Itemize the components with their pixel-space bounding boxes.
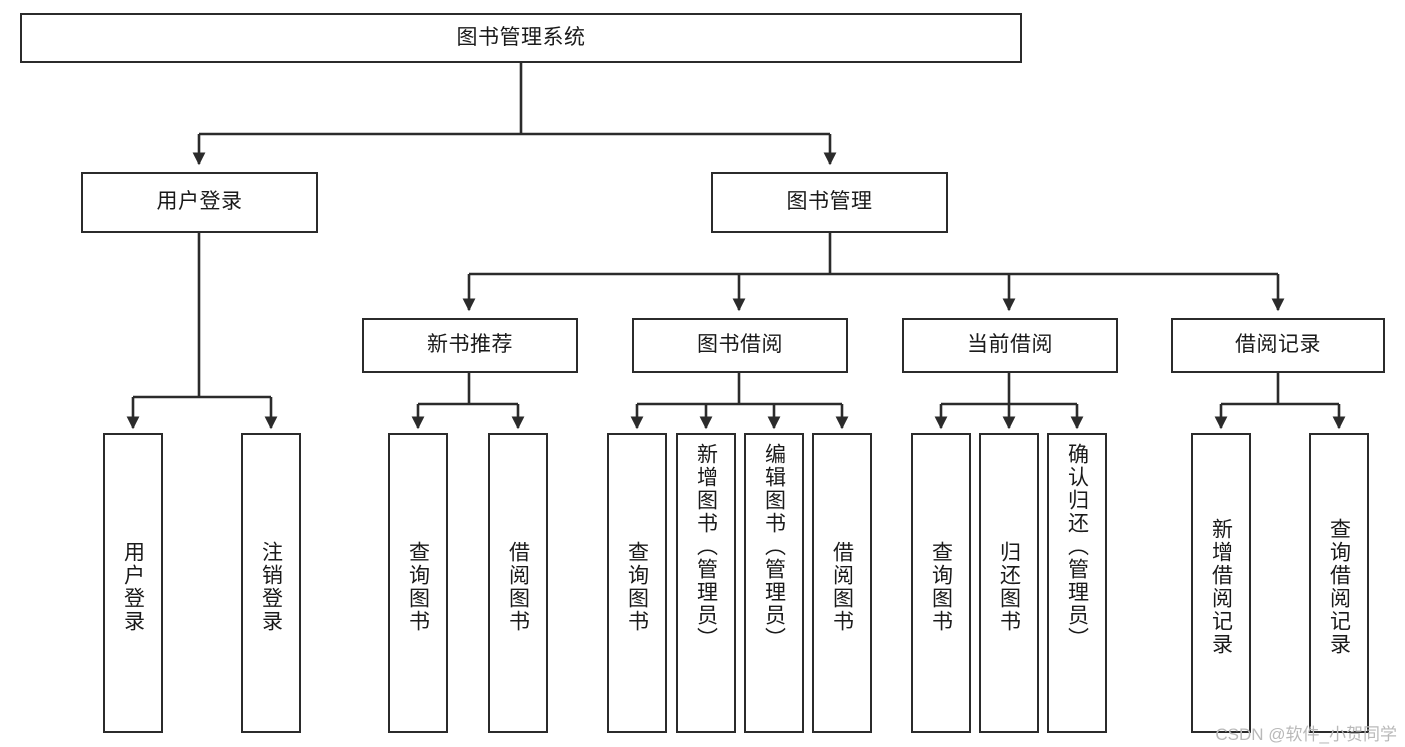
node-current-borrow[interactable]: 当前借阅 <box>902 318 1118 373</box>
node-leaf-add-book[interactable]: 新增图书（管理员） <box>676 433 736 733</box>
node-leaf-query-book-3-label: 查询图书 <box>929 541 953 633</box>
node-leaf-query-record-label: 查询借阅记录 <box>1327 518 1351 656</box>
node-user-login-label: 用户登录 <box>156 190 243 214</box>
node-leaf-return-book[interactable]: 归还图书 <box>979 433 1039 733</box>
node-leaf-edit-book[interactable]: 编辑图书（管理员） <box>744 433 804 733</box>
node-leaf-borrow-book-1[interactable]: 借阅图书 <box>488 433 548 733</box>
csdn-watermark: CSDN @软件_小贺同学 <box>1215 725 1397 744</box>
node-leaf-query-book-2-label: 查询图书 <box>625 541 649 633</box>
node-leaf-confirm-return[interactable]: 确认归还（管理员） <box>1047 433 1107 733</box>
node-user-login[interactable]: 用户登录 <box>81 172 318 233</box>
node-root-label: 图书管理系统 <box>456 25 586 49</box>
node-leaf-add-book-label: 新增图书（管理员） <box>694 443 718 650</box>
node-book-borrow-label: 图书借阅 <box>697 333 783 357</box>
node-current-borrow-label: 当前借阅 <box>967 333 1053 357</box>
node-leaf-user-logout[interactable]: 注销登录 <box>241 433 301 733</box>
node-borrow-record-label: 借阅记录 <box>1235 333 1321 357</box>
node-root[interactable]: 图书管理系统 <box>20 13 1022 63</box>
node-leaf-query-book-3[interactable]: 查询图书 <box>911 433 971 733</box>
node-leaf-query-book-2[interactable]: 查询图书 <box>607 433 667 733</box>
node-book-manage-label: 图书管理 <box>786 190 873 214</box>
node-leaf-confirm-return-label: 确认归还（管理员） <box>1065 443 1089 650</box>
node-book-manage[interactable]: 图书管理 <box>711 172 948 233</box>
node-leaf-query-book-1[interactable]: 查询图书 <box>388 433 448 733</box>
node-leaf-borrow-book-2-label: 借阅图书 <box>830 541 854 633</box>
node-leaf-user-login[interactable]: 用户登录 <box>103 433 163 733</box>
node-leaf-add-record[interactable]: 新增借阅记录 <box>1191 433 1251 733</box>
node-leaf-borrow-book-2[interactable]: 借阅图书 <box>812 433 872 733</box>
node-leaf-query-book-1-label: 查询图书 <box>406 541 430 633</box>
node-leaf-borrow-book-1-label: 借阅图书 <box>506 541 530 633</box>
node-leaf-edit-book-label: 编辑图书（管理员） <box>762 443 786 650</box>
node-leaf-query-record[interactable]: 查询借阅记录 <box>1309 433 1369 733</box>
node-borrow-record[interactable]: 借阅记录 <box>1171 318 1385 373</box>
node-leaf-return-book-label: 归还图书 <box>997 541 1021 633</box>
node-leaf-add-record-label: 新增借阅记录 <box>1209 518 1233 656</box>
node-book-borrow[interactable]: 图书借阅 <box>632 318 848 373</box>
node-new-book-rec-label: 新书推荐 <box>427 333 513 357</box>
node-leaf-user-logout-label: 注销登录 <box>259 541 283 633</box>
node-new-book-rec[interactable]: 新书推荐 <box>362 318 578 373</box>
node-leaf-user-login-label: 用户登录 <box>121 541 145 633</box>
